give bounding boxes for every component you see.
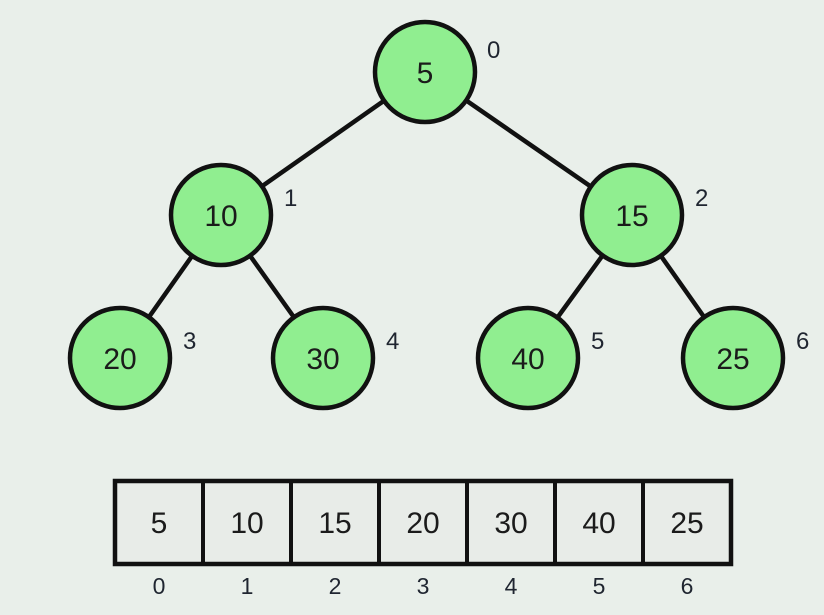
array-index-label: 4: [505, 573, 518, 599]
array-index-label: 5: [593, 573, 606, 599]
tree-node-6: 25 6: [680, 305, 809, 411]
array-index-label: 3: [417, 573, 430, 599]
node-value: 30: [306, 343, 339, 376]
array-cell: [465, 479, 557, 566]
tree-node-2: 15 2: [579, 162, 708, 268]
array-cell: [289, 479, 381, 566]
node-circle: [372, 19, 478, 125]
array-cell-value: 20: [406, 507, 439, 540]
node-index-label: 5: [591, 328, 604, 355]
tree-node-5: 40 5: [475, 305, 604, 411]
array-representation: 5 10 15 20 30 40 25 0 1 2 3 4 5 6: [112, 478, 734, 599]
node-value: 10: [204, 200, 237, 233]
tree-node-3: 20 3: [67, 305, 196, 411]
node-circle: [67, 305, 173, 411]
tree-node-1: 10 1: [168, 162, 297, 268]
array-values: 5 10 15 20 30 40 25: [151, 507, 704, 540]
node-circle: [475, 305, 581, 411]
array-cell-value: 30: [494, 507, 527, 540]
node-index-label: 2: [695, 185, 708, 212]
node-circle: [680, 305, 786, 411]
array-index-label: 6: [681, 573, 694, 599]
array-cell-value: 15: [318, 507, 351, 540]
node-value: 20: [103, 343, 136, 376]
node-value: 5: [417, 57, 434, 90]
array-cells: [112, 478, 734, 567]
tree-node-0: 5 0: [372, 19, 500, 125]
node-value: 25: [716, 343, 749, 376]
node-value: 15: [615, 200, 648, 233]
array-cell-value: 10: [230, 507, 263, 540]
node-index-label: 3: [183, 328, 196, 355]
array-outline: [112, 478, 734, 567]
node-circle: [270, 305, 376, 411]
array-indices: 0 1 2 3 4 5 6: [153, 573, 694, 599]
node-circle: [168, 162, 274, 268]
node-circle: [579, 162, 685, 268]
node-index-label: 0: [487, 37, 500, 64]
node-index-label: 6: [796, 328, 809, 355]
node-value: 40: [511, 343, 544, 376]
tree-node-4: 30 4: [270, 305, 399, 411]
node-index-label: 1: [284, 185, 297, 212]
node-index-label: 4: [386, 328, 399, 355]
array-cell-value: 40: [582, 507, 615, 540]
array-cell-value: 25: [670, 507, 703, 540]
array-index-label: 0: [153, 573, 166, 599]
array-index-label: 2: [329, 573, 342, 599]
array-index-label: 1: [241, 573, 254, 599]
array-cell-value: 5: [151, 507, 168, 540]
